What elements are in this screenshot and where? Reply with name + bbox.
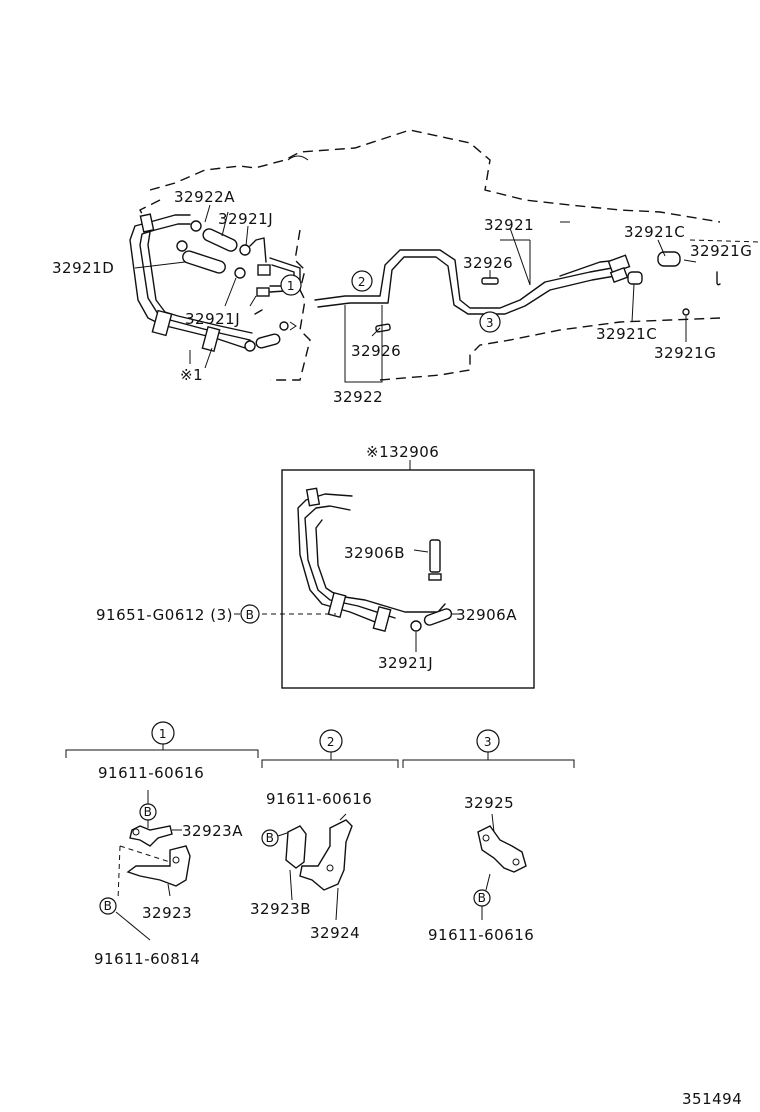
engine-bump bbox=[287, 155, 309, 161]
cooler-lines bbox=[269, 249, 631, 315]
svg-text:2: 2 bbox=[358, 275, 366, 289]
label-32923A: 32923A bbox=[182, 822, 243, 840]
clip-a bbox=[190, 220, 202, 232]
label-32922: 32922 bbox=[333, 388, 383, 406]
label-32921J-inset: 32921J bbox=[378, 654, 433, 672]
marker-3: 3 bbox=[479, 311, 501, 333]
label-32921C-bottom: 32921C bbox=[596, 325, 657, 343]
label-32906A: 32906A bbox=[456, 606, 517, 624]
label-bolt-91651: 91651-G0612 (3) bbox=[96, 606, 233, 624]
leader-lines bbox=[134, 204, 697, 383]
label-32923: 32923 bbox=[142, 904, 192, 922]
label-32925: 32925 bbox=[464, 794, 514, 812]
inset-32906: ※132906 32906B 32906A 32921J 91651-G0612… bbox=[96, 443, 535, 689]
inset-frame bbox=[281, 469, 535, 689]
outline-right-edge bbox=[689, 239, 760, 243]
bracket-32923B bbox=[285, 825, 307, 869]
label-91611-60616-g3: 91611-60616 bbox=[428, 926, 534, 944]
label-32926-bottom: 32926 bbox=[351, 342, 401, 360]
detail-group-2: 2 91611-60616 B 32923B 32924 bbox=[250, 729, 372, 942]
svg-text:B: B bbox=[246, 608, 255, 622]
detail-group-1: 1 91611-60616 B 32923A 32923 B 91611-608… bbox=[94, 721, 243, 968]
inset-pipe-assembly bbox=[297, 487, 453, 633]
inset-title: ※132906 bbox=[366, 443, 439, 461]
svg-text:B: B bbox=[478, 891, 487, 905]
detail-groups: 1 91611-60616 B 32923A 32923 B 91611-608… bbox=[65, 721, 575, 968]
bracket-32924 bbox=[299, 819, 353, 891]
label-note-1: ※1 bbox=[180, 366, 203, 384]
label-91611-60814: 91611-60814 bbox=[94, 950, 200, 968]
label-32921D: 32921D bbox=[52, 259, 114, 277]
right-fittings bbox=[375, 251, 721, 333]
label-32924: 32924 bbox=[310, 924, 360, 942]
marker-1: 1 bbox=[280, 274, 302, 296]
label-32922A: 32922A bbox=[174, 188, 235, 206]
label-32906B: 32906B bbox=[344, 544, 405, 562]
svg-text:3: 3 bbox=[486, 316, 494, 330]
bracket-32925 bbox=[477, 825, 527, 873]
svg-text:1: 1 bbox=[287, 279, 295, 293]
clip-b bbox=[176, 240, 188, 252]
label-32921J-bottom: 32921J bbox=[185, 310, 240, 328]
hose-32906B bbox=[429, 539, 441, 573]
svg-text:B: B bbox=[266, 831, 275, 845]
svg-text:B: B bbox=[104, 899, 113, 913]
label-32921G-bottom: 32921G bbox=[654, 344, 716, 362]
hose-32922A bbox=[202, 228, 238, 252]
hoses-and-clips bbox=[176, 220, 297, 352]
detail-group-3: 3 32925 B 91611-60616 bbox=[428, 729, 534, 944]
svg-text:B: B bbox=[144, 805, 153, 819]
svg-text:1: 1 bbox=[159, 727, 167, 741]
marker-2: 2 bbox=[351, 270, 373, 292]
label-32926-top: 32926 bbox=[463, 254, 513, 272]
label-32921J-top: 32921J bbox=[218, 210, 273, 228]
label-91611-60616-g2: 91611-60616 bbox=[266, 790, 372, 808]
top-assembly: 1 2 3 32922A 32921J 32921D 32921J ※1 329… bbox=[52, 129, 760, 406]
bracket-32923 bbox=[126, 845, 191, 887]
oil-cooler-pipe-assembly bbox=[129, 213, 253, 369]
svg-text:2: 2 bbox=[327, 735, 335, 749]
bracket-32923A bbox=[129, 825, 173, 847]
diagram-number: 351494 bbox=[682, 1090, 742, 1108]
label-32921C-top: 32921C bbox=[624, 223, 685, 241]
label-32923B: 32923B bbox=[250, 900, 311, 918]
hose-32906A bbox=[423, 608, 453, 626]
inset-bolt-marker: B bbox=[240, 604, 260, 624]
label-32921G-top: 32921G bbox=[690, 242, 752, 260]
label-32921: 32921 bbox=[484, 216, 534, 234]
label-91611-60616-g1: 91611-60616 bbox=[98, 764, 204, 782]
svg-text:3: 3 bbox=[484, 735, 492, 749]
hose-32921D bbox=[182, 250, 226, 274]
